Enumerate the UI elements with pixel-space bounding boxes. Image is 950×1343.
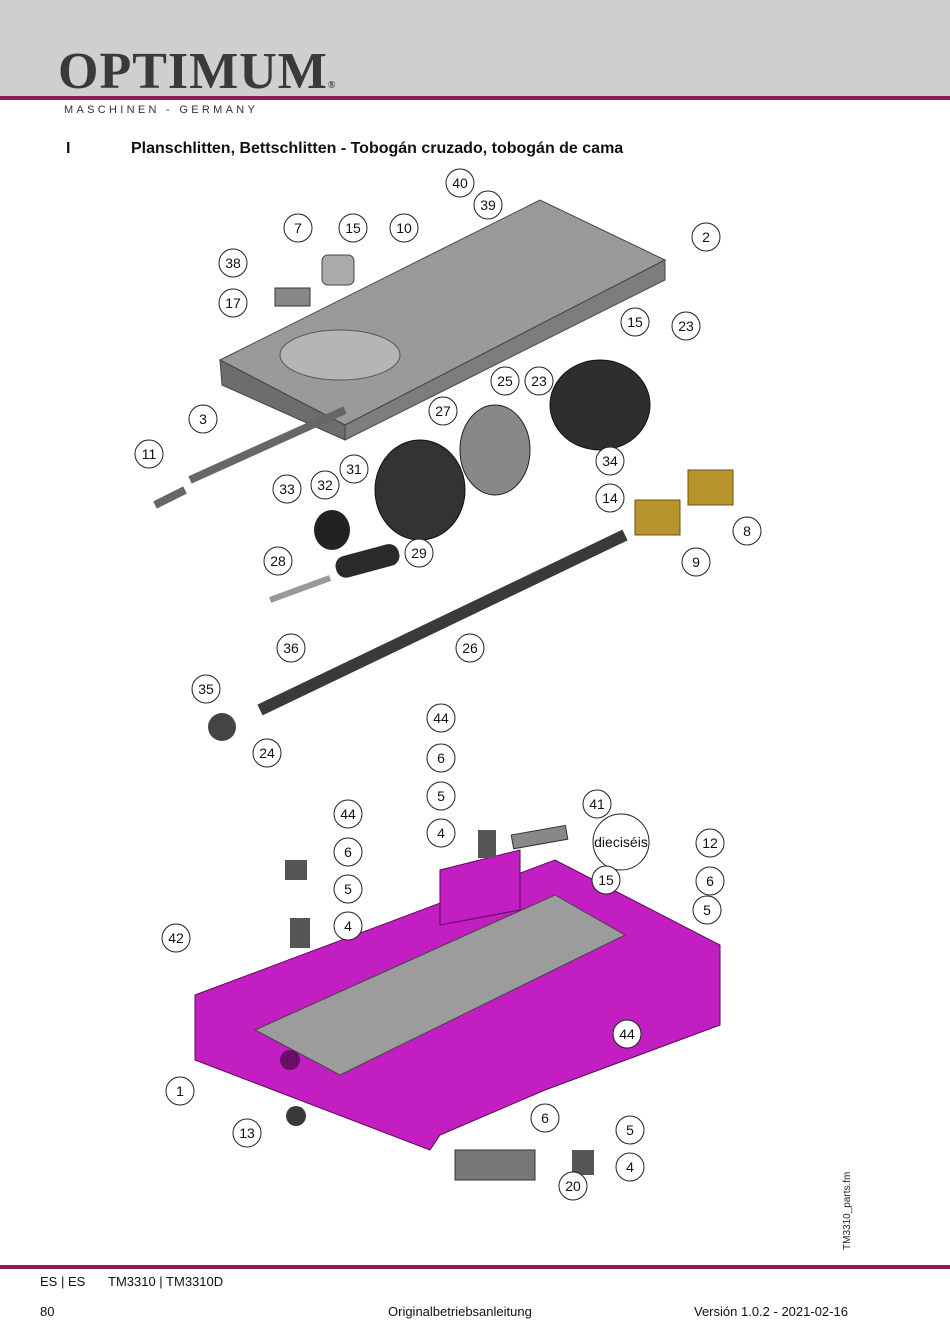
callout-15: 15 (345, 220, 361, 236)
callout-8: 8 (743, 523, 751, 539)
section-title: Planschlitten, Bettschlitten - Tobogán c… (131, 140, 624, 157)
callout-15: 15 (627, 314, 643, 330)
callout-16: dieciséis (594, 834, 648, 850)
callout-4: 4 (437, 825, 445, 841)
feed-rod-part (153, 406, 347, 509)
cross-slide-part (218, 199, 667, 441)
brand-subtitle: MASCHINEN - GERMANY (64, 104, 259, 116)
callout-3: 3 (199, 411, 207, 427)
callout-40: 40 (452, 175, 468, 191)
nut-blocks (634, 469, 734, 536)
callout-23: 23 (531, 373, 547, 389)
page-number: 80 (40, 1304, 55, 1319)
callout-5: 5 (344, 881, 352, 897)
callout-31: 31 (346, 461, 362, 477)
footer-document: Originalbetriebsanleitung (388, 1304, 532, 1319)
callout-26: 26 (462, 640, 478, 656)
callout-20: 20 (565, 1178, 581, 1194)
footer-version: Versión 1.0.2 - 2021-02-16 (694, 1304, 848, 1319)
bed-slide-part (194, 849, 721, 1151)
callout-34: 34 (602, 453, 618, 469)
callout-38: 38 (225, 255, 241, 271)
callout-4: 4 (626, 1159, 634, 1175)
callout-23: 23 (678, 318, 694, 334)
callout-42: 42 (168, 930, 184, 946)
callout-25: 25 (497, 373, 513, 389)
callout-2: 2 (702, 229, 710, 245)
gib-and-screws (285, 824, 594, 1181)
callout-12: 12 (702, 835, 718, 851)
callout-5: 5 (703, 902, 711, 918)
callout-41: 41 (589, 796, 605, 812)
callout-28: 28 (270, 553, 286, 569)
callout-35: 35 (198, 681, 214, 697)
callout-32: 32 (317, 477, 333, 493)
callout-11: 11 (142, 446, 157, 462)
footer-language: ES | ES (40, 1274, 86, 1289)
callout-39: 39 (480, 197, 496, 213)
callout-6: 6 (437, 750, 445, 766)
callout-6: 6 (344, 844, 352, 860)
callout-36: 36 (283, 640, 299, 656)
callout-24: 24 (259, 745, 275, 761)
callout-14: 14 (602, 490, 618, 506)
callout-44: 44 (340, 806, 356, 822)
callout-13: 13 (239, 1125, 255, 1141)
brand-logo: OPTIMUM® (58, 43, 337, 100)
callout-44: 44 (433, 710, 449, 726)
file-name-note: TM3310_parts.fm (842, 1171, 853, 1250)
footer-rule (0, 1265, 950, 1269)
callout-17: 17 (225, 295, 241, 311)
callout-7: 7 (294, 220, 302, 236)
exploded-parts-diagram: 40 39 2 7 15 10 38 17 15 23 25 23 27 3 3… (134, 168, 762, 1201)
callout-labels: 40 39 2 7 15 10 38 17 15 23 25 23 27 3 3… (134, 168, 762, 1201)
callout-44: 44 (619, 1026, 635, 1042)
callout-33: 33 (279, 481, 295, 497)
page-header (0, 0, 950, 100)
callout-10: 10 (396, 220, 412, 236)
callout-5: 5 (437, 788, 445, 804)
callout-29: 29 (411, 545, 427, 561)
section-letter: I (66, 140, 71, 157)
leadscrew-part (208, 529, 628, 741)
callout-5: 5 (626, 1122, 634, 1138)
callout-6: 6 (706, 873, 714, 889)
callout-4: 4 (344, 918, 352, 934)
callout-27: 27 (435, 403, 451, 419)
handwheel-part (314, 359, 651, 578)
callout-15: 15 (598, 872, 614, 888)
callout-9: 9 (692, 554, 700, 570)
callout-1: 1 (176, 1083, 184, 1099)
header-rule (0, 96, 950, 100)
footer-models: TM3310 | TM3310D (108, 1274, 224, 1289)
callout-6: 6 (541, 1110, 549, 1126)
